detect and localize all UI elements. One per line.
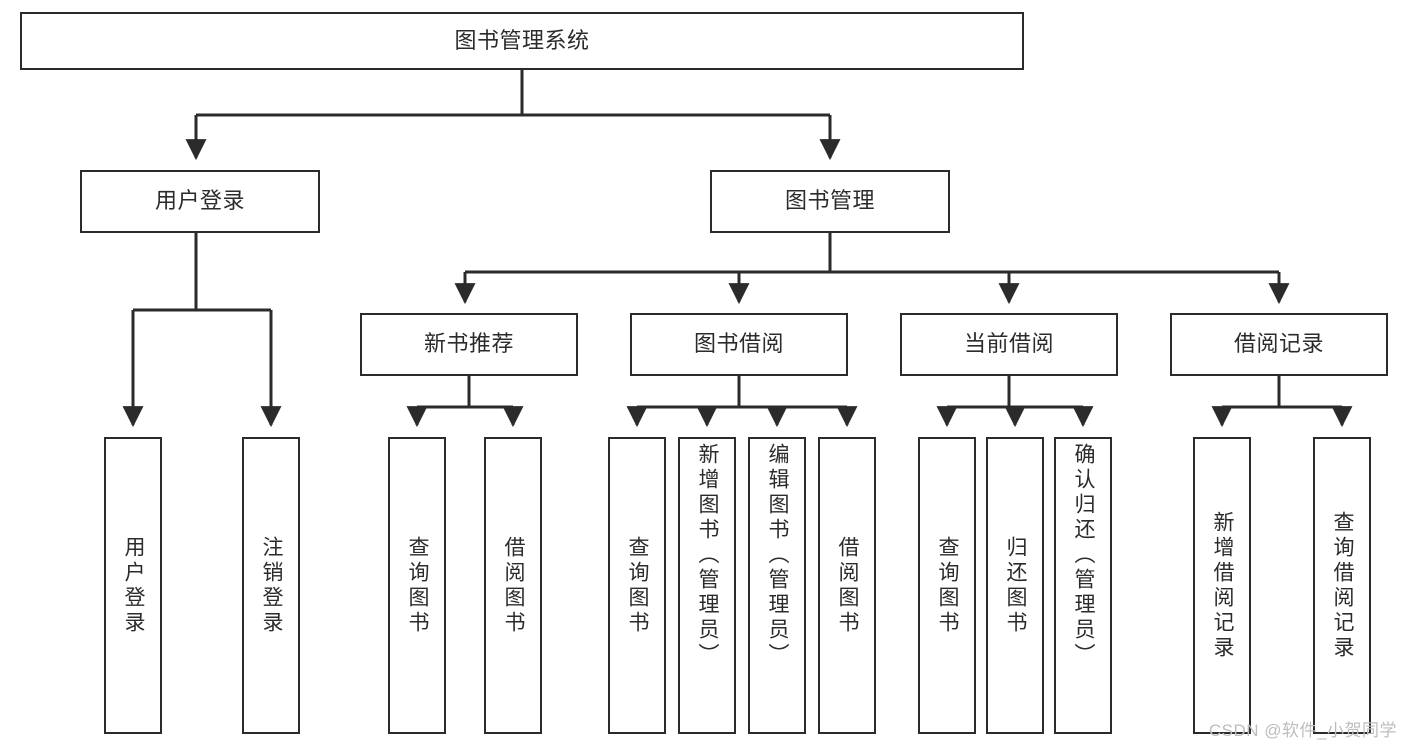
leaf-borrow-query-books[interactable]: 查询图书 <box>608 437 666 734</box>
node-label: 借阅记录 <box>1233 331 1324 357</box>
leaf-borrow-borrow-books[interactable]: 借阅图书 <box>818 437 876 734</box>
node-user-login[interactable]: 用户登录 <box>80 170 320 233</box>
node-label: 借阅图书 <box>836 535 860 636</box>
node-label: 归还图书 <box>1004 535 1028 636</box>
node-book-borrow[interactable]: 图书借阅 <box>630 313 848 376</box>
leaf-user-login-signout[interactable]: 注销登录 <box>242 437 300 734</box>
leaf-current-return-books[interactable]: 归还图书 <box>986 437 1044 734</box>
node-label: 图书管理系统 <box>454 27 590 53</box>
node-label: 当前借阅 <box>963 331 1054 357</box>
node-label: 用户登录 <box>154 188 245 214</box>
leaf-newbook-borrow-books[interactable]: 借阅图书 <box>484 437 542 734</box>
leaf-newbook-query-books[interactable]: 查询图书 <box>388 437 446 734</box>
node-label: 查询图书 <box>936 535 960 636</box>
node-label: 查询图书 <box>626 535 650 636</box>
node-label: 用户登录 <box>122 535 146 636</box>
node-label: 查询借阅记录 <box>1331 510 1355 661</box>
node-label: 图书借阅 <box>693 331 784 357</box>
leaf-records-add-record[interactable]: 新增借阅记录 <box>1193 437 1251 734</box>
watermark-text: CSDN @软件_小贺同学 <box>1208 721 1397 740</box>
node-label: 新书推荐 <box>423 331 514 357</box>
node-label: 确认归还（管理员） <box>1072 443 1096 668</box>
leaf-user-login-signin[interactable]: 用户登录 <box>104 437 162 734</box>
node-current-borrow[interactable]: 当前借阅 <box>900 313 1118 376</box>
leaf-borrow-add-book-admin[interactable]: 新增图书（管理员） <box>678 437 736 734</box>
node-new-book-recommend[interactable]: 新书推荐 <box>360 313 578 376</box>
node-book-management[interactable]: 图书管理 <box>710 170 950 233</box>
leaf-current-query-books[interactable]: 查询图书 <box>918 437 976 734</box>
leaf-current-confirm-return-admin[interactable]: 确认归还（管理员） <box>1054 437 1112 734</box>
node-label: 查询图书 <box>406 535 430 636</box>
node-root-system[interactable]: 图书管理系统 <box>20 12 1024 70</box>
leaf-records-query-record[interactable]: 查询借阅记录 <box>1313 437 1371 734</box>
leaf-borrow-edit-book-admin[interactable]: 编辑图书（管理员） <box>748 437 806 734</box>
node-borrow-records[interactable]: 借阅记录 <box>1170 313 1388 376</box>
node-label: 借阅图书 <box>502 535 526 636</box>
node-label: 图书管理 <box>784 188 875 214</box>
node-label: 编辑图书（管理员） <box>766 443 790 668</box>
node-label: 新增借阅记录 <box>1211 510 1235 661</box>
node-label: 新增图书（管理员） <box>696 443 720 668</box>
node-label: 注销登录 <box>260 535 284 636</box>
